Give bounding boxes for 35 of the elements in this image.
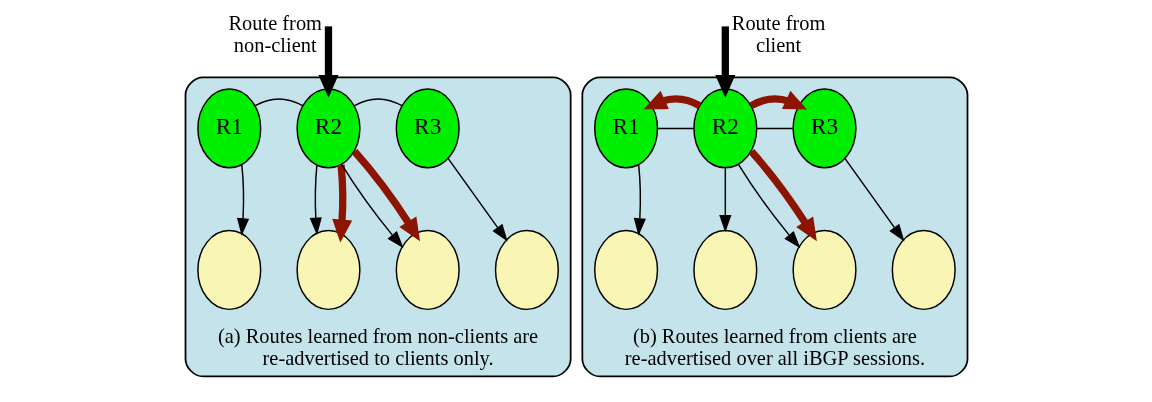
node-label: (a) Routes learned from non-clients are re-advertised to clients only. [217, 325, 538, 370]
node-ellipse: R2 [692, 88, 757, 169]
arrow [737, 164, 800, 249]
arrow [843, 157, 904, 242]
connector [254, 98, 303, 107]
node-ellipse [295, 229, 361, 311]
arrow [340, 164, 403, 249]
arrow [331, 164, 352, 243]
arrow [718, 167, 731, 233]
node-ellipse [196, 229, 261, 311]
node-ellipse [494, 229, 559, 311]
node-ellipse: R3 [791, 88, 857, 169]
arrow [309, 164, 322, 236]
node-ellipse: R3 [395, 88, 460, 169]
arrow [748, 149, 817, 242]
edge-label: Route from client [731, 12, 825, 57]
connector [353, 98, 403, 107]
node-ellipse [593, 229, 658, 311]
arrow [236, 164, 249, 236]
node-ellipse [891, 229, 956, 311]
connector [656, 127, 694, 130]
arrow [643, 90, 701, 110]
arrow [351, 149, 420, 242]
arrow [633, 164, 646, 236]
edge-label: Route from non-client [227, 12, 322, 57]
node-ellipse [395, 229, 460, 311]
node-ellipse: R1 [196, 88, 261, 169]
node-ellipse: R2 [295, 88, 361, 169]
node-ellipse [791, 229, 857, 311]
node-ellipse [692, 229, 757, 311]
node-ellipse: R1 [593, 88, 658, 169]
node-label: (b) Routes learned from clients are re-advertised over all iBGP sessions. [624, 325, 925, 370]
arrow [447, 157, 508, 242]
connector [755, 127, 793, 130]
arrow [749, 90, 807, 110]
